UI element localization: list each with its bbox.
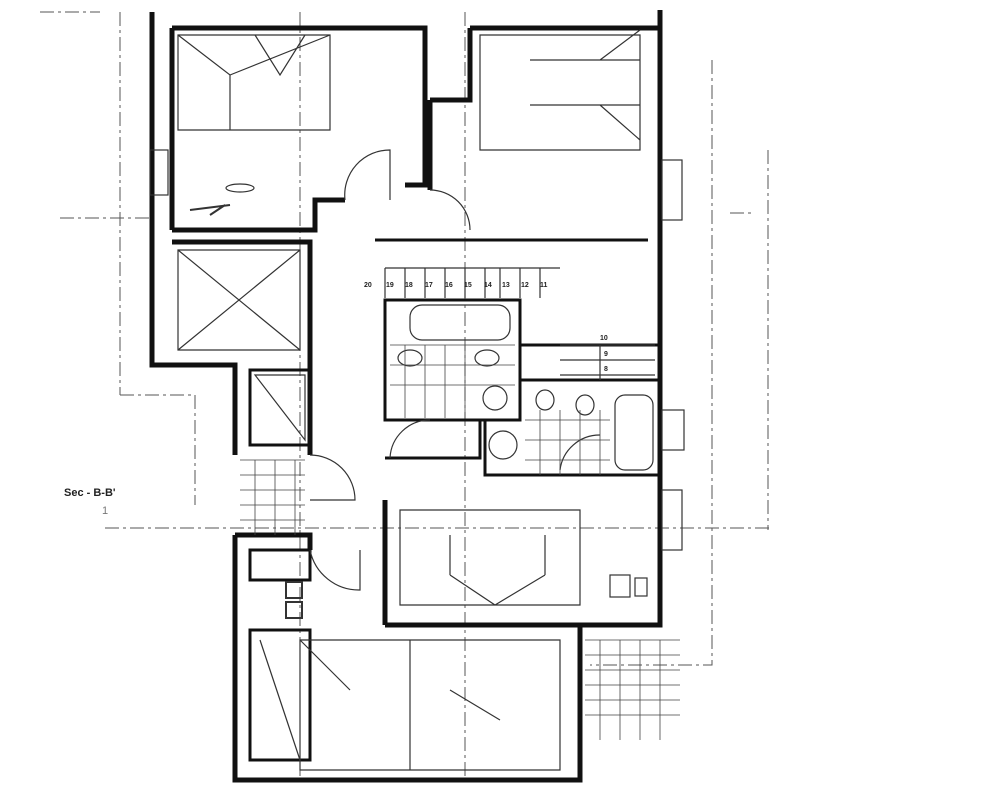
stair-number: 9	[604, 351, 608, 358]
stair-number: 20	[364, 282, 372, 289]
section-marker: 1	[102, 505, 108, 517]
stair-number: 13	[502, 282, 510, 289]
stair-number: 16	[445, 282, 453, 289]
stair-number: 14	[484, 282, 492, 289]
furniture	[149, 29, 685, 771]
stair-number: 12	[521, 282, 529, 289]
stair-number: 19	[386, 282, 394, 289]
section-label: Sec - B-B'	[64, 487, 116, 499]
stairs	[240, 267, 680, 740]
door-swings	[309, 149, 601, 591]
stair-number: 8	[604, 366, 608, 373]
stair-numbers: 20 19 18 17 16 15 14 13 12 11 10 9 8	[364, 282, 608, 373]
bathrooms	[390, 304, 654, 475]
stair-number: 11	[540, 282, 548, 289]
stair-number: 15	[464, 282, 472, 289]
stair-number: 10	[600, 335, 608, 342]
stair-number: 17	[425, 282, 433, 289]
stair-number: 18	[405, 282, 413, 289]
